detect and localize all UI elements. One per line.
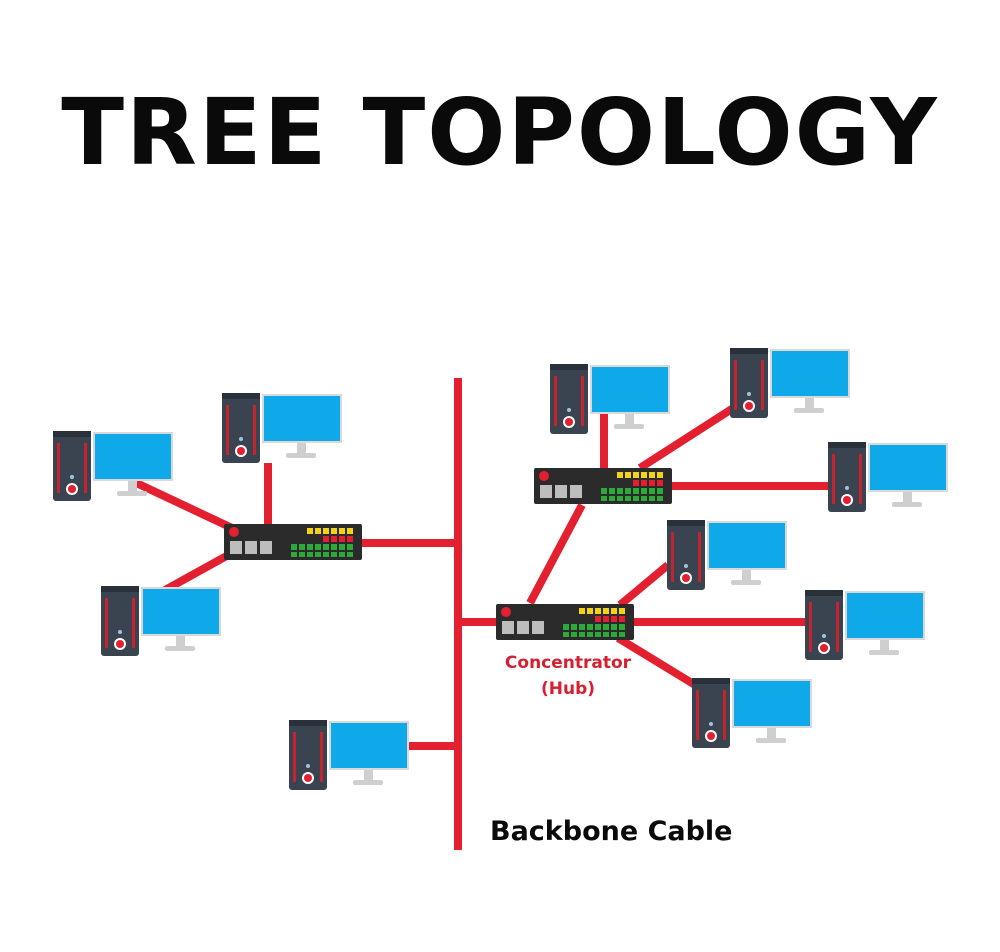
cables	[128, 378, 830, 850]
cable-upper-pc-2	[637, 401, 741, 472]
upper-right-hub	[534, 468, 672, 504]
pc-left-2	[222, 393, 342, 463]
cable-left-pc-3	[163, 549, 234, 594]
cable-left-pc-1	[128, 476, 234, 532]
hub-label-line1: Concentrator	[505, 653, 632, 673]
cable-upper-hub-lower-hub	[526, 503, 586, 605]
pc-left-3	[101, 586, 221, 656]
pc-upper-1	[550, 364, 670, 434]
hub-label-line2: (Hub)	[541, 679, 595, 699]
pc-bottom	[289, 720, 409, 790]
diagram-title: TREE TOPOLOGY	[61, 79, 939, 186]
lower-right-hub	[496, 604, 634, 640]
pc-lower-1	[667, 520, 787, 590]
pc-lower-3	[692, 678, 812, 748]
left-hub	[224, 524, 362, 560]
pc-lower-2	[805, 590, 925, 660]
pc-upper-2	[730, 348, 850, 418]
backbone-label: Backbone Cable	[490, 816, 733, 847]
cable-lower-pc-1	[617, 561, 671, 609]
cable-lower-pc-3	[615, 634, 703, 692]
pc-upper-3	[828, 442, 948, 512]
